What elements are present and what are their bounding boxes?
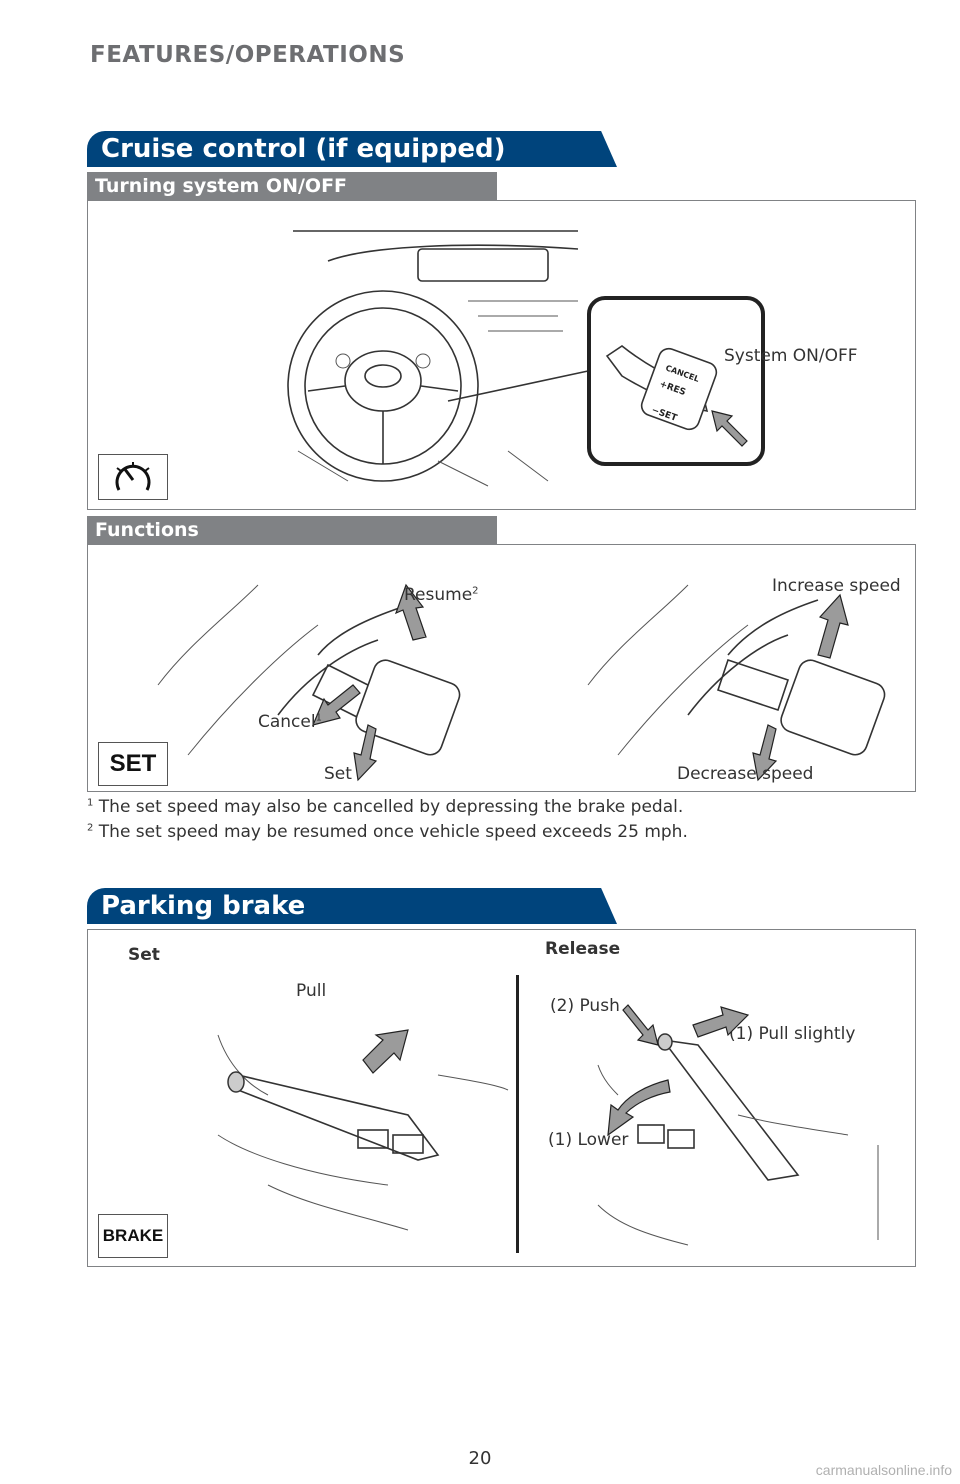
set-indicator-icon: SET: [98, 742, 168, 786]
resume-label: Resume2: [404, 585, 479, 605]
brake-set-illustration: [217, 1029, 519, 1231]
set-label: Set: [324, 764, 352, 784]
brake-indicator-text: BRAKE: [102, 1226, 164, 1245]
resume-text: Resume: [404, 585, 473, 605]
watermark: carmanualsonline.info: [815, 1462, 952, 1478]
brake-release-illustration: [597, 1004, 879, 1246]
parking-set-label: Set: [128, 945, 160, 965]
parking-brake-title: Parking brake: [87, 888, 617, 924]
cancel-label: Cancel1: [258, 712, 322, 732]
footnote-1-sup: 1: [87, 797, 94, 809]
footnote-1-text: The set speed may also be cancelled by d…: [98, 797, 684, 817]
turning-system-subtitle: Turning system ON/OFF: [87, 172, 497, 200]
cruise-speedometer-icon: [98, 454, 168, 500]
release-label: Release: [545, 939, 621, 959]
set-indicator-text: SET: [109, 750, 157, 777]
footnote-2: 2 The set speed may be resumed once vehi…: [87, 822, 688, 842]
set-release-divider: [516, 975, 519, 1253]
system-on-off-label: System ON/OFF: [724, 346, 858, 366]
pull-slightly-label: (1) Pull slightly: [729, 1024, 856, 1044]
functions-panel: Resume2 Cancel1 Set Increase speed Decre…: [87, 544, 916, 792]
pull-label: Pull: [296, 981, 327, 1001]
functions-subtitle: Functions: [87, 516, 497, 544]
brake-indicator-icon: BRAKE: [98, 1214, 168, 1258]
page-header: FEATURES/OPERATIONS: [90, 42, 406, 68]
cancel-sup: 1: [315, 712, 322, 724]
cancel-text: Cancel: [258, 712, 316, 732]
footnote-1: 1 The set speed may also be cancelled by…: [87, 797, 683, 817]
page-number: 20: [468, 1448, 492, 1469]
turning-system-panel: CANCEL +RES −SET System ON/OFF: [87, 200, 916, 510]
decrease-speed-label: Decrease speed: [677, 764, 814, 784]
footnote-2-sup: 2: [87, 822, 94, 834]
cruise-control-title: Cruise control (if equipped): [87, 131, 617, 167]
parking-brake-panel: Set Pull Release (2) Push (1) Pull sligh…: [87, 929, 916, 1267]
lever-left-illustration: [157, 583, 461, 782]
push-label: (2) Push: [550, 996, 620, 1016]
increase-speed-label: Increase speed: [772, 576, 901, 596]
resume-sup: 2: [472, 585, 479, 597]
lever-right-illustration: [587, 584, 886, 782]
dashboard-illustration: [287, 230, 589, 487]
cruise-lever-inset: CANCEL +RES −SET: [587, 296, 765, 466]
footnote-2-text: The set speed may be resumed once vehicl…: [98, 822, 688, 842]
